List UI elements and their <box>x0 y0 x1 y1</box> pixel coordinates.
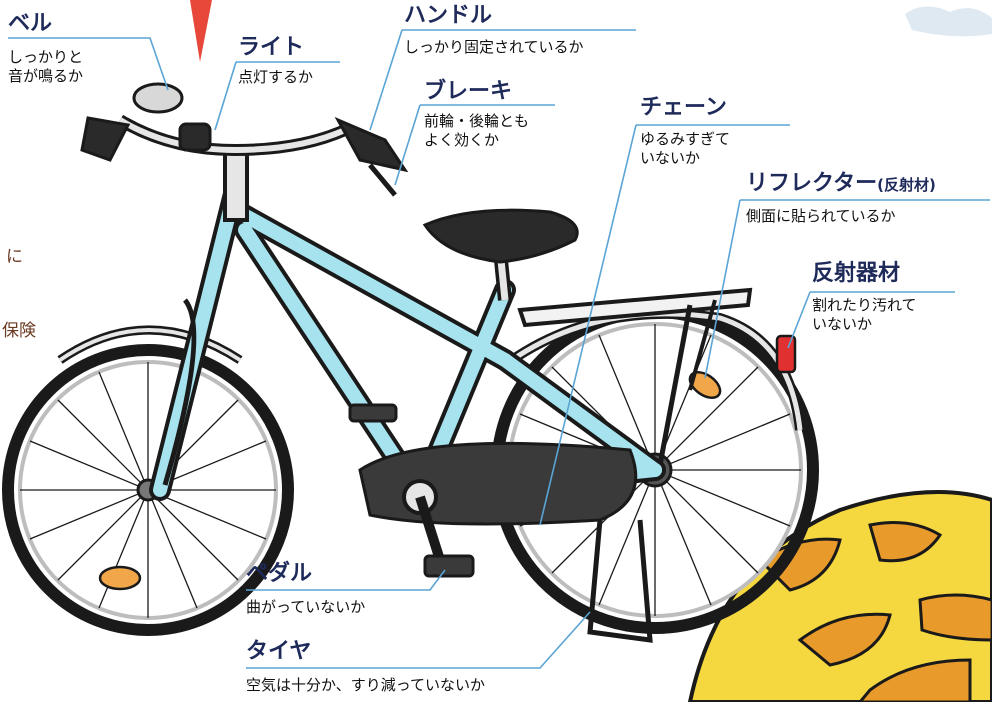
cloud-decoration <box>905 6 992 37</box>
side-text-a: に <box>6 247 23 267</box>
leader-lines <box>8 29 990 669</box>
rear-reflector-light <box>775 334 797 374</box>
brake-desc: 前輪・後輪とも よく効くか <box>424 112 530 149</box>
pedal-desc: 曲がっていないか <box>246 598 366 616</box>
reflector-desc: 側面に貼られているか <box>746 207 896 225</box>
chain-title: チェーン <box>640 95 727 120</box>
reflective-title: 反射器材 <box>812 261 901 286</box>
rear-carrier <box>517 287 753 466</box>
reflector-title: リフレクター <box>746 171 878 196</box>
tire-title: タイヤ <box>246 639 312 664</box>
front-wheel <box>2 325 294 636</box>
bell-shape <box>132 82 184 114</box>
reflective-label: 反射器材 割れたり汚れて いないか <box>812 262 917 334</box>
brake-label: ブレーキ 前輪・後輪とも よく効くか <box>424 80 529 150</box>
reflector-label: リフレクター(反射材) 側面に貼られているか <box>746 172 936 226</box>
pedal-shape <box>423 554 475 578</box>
spoke-reflector-rear <box>688 371 722 399</box>
pedal-title: ペダル <box>246 561 313 586</box>
helmet-illustration <box>687 490 992 702</box>
front-fork <box>162 298 197 486</box>
brake-title: ブレーキ <box>424 79 513 104</box>
tire-desc: 空気は十分か、すり減っていないか <box>246 676 485 694</box>
kickstand <box>587 519 653 643</box>
pedal-shape-back <box>348 403 398 423</box>
bell-title: ベル <box>8 11 53 36</box>
left-grip <box>80 116 131 162</box>
light-title: ライト <box>238 35 305 60</box>
pedal-label: ペダル 曲がっていないか <box>246 562 365 617</box>
handle-desc: しっかり固定されているか <box>404 38 584 56</box>
bell-desc: しっかりと 音が鳴るか <box>8 48 84 85</box>
light-desc: 点灯するか <box>238 68 314 86</box>
chain-guard <box>358 441 638 526</box>
saddle <box>422 208 579 264</box>
reflector-title-sub: (反射材) <box>877 176 936 194</box>
spoke-reflector-front <box>98 565 142 591</box>
side-text-b: 保険 <box>2 321 36 341</box>
handle-title: ハンドル <box>404 3 493 28</box>
head-tube <box>223 148 249 222</box>
light-label: ライト 点灯するか <box>238 36 313 87</box>
front-light <box>178 122 212 152</box>
bell-label: ベル しっかりと 音が鳴るか <box>8 12 83 86</box>
chain-desc: ゆるみすぎて いないか <box>640 130 731 167</box>
chain-label: チェーン ゆるみすぎて いないか <box>640 96 730 168</box>
right-grip <box>334 116 409 173</box>
reflective-desc: 割れたり汚れて いないか <box>812 296 917 333</box>
handle-label: ハンドル しっかり固定されているか <box>404 4 584 57</box>
tire-label: タイヤ 空気は十分か、すり減っていないか <box>246 640 485 695</box>
red-accent-shape <box>190 0 212 62</box>
